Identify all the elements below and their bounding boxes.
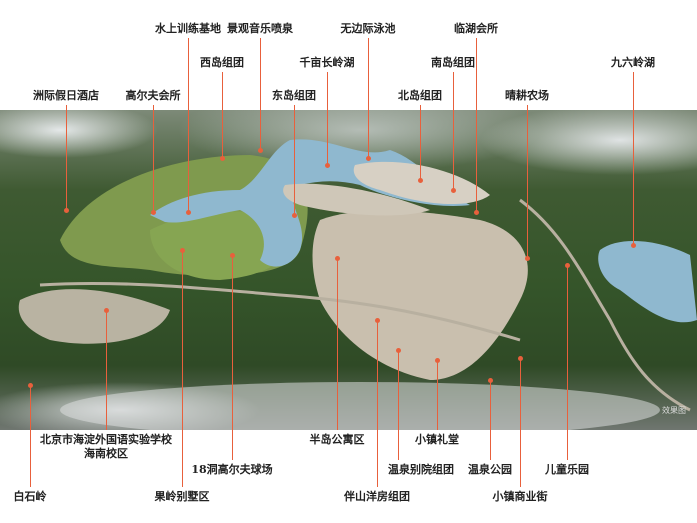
callout-label: 洲际假日酒店 [33,89,99,102]
leader-line [188,38,189,212]
site-plan-graphic [18,139,697,430]
leader-line [337,258,338,430]
location-marker [565,263,570,268]
callout-label: 水上训练基地 [155,22,221,35]
location-marker [451,188,456,193]
location-marker [64,208,69,213]
leader-line [327,72,328,165]
location-marker [396,348,401,353]
watermark: 效果图 [662,406,686,415]
location-marker [375,318,380,323]
callout-label: 小镇礼堂 [415,433,459,446]
callout-label: 景观音乐喷泉 [227,22,293,35]
location-marker [180,248,185,253]
leader-line [294,105,295,215]
callout-label: 北京市海淀外国语实验学校 [40,433,172,446]
callout-label: 东岛组团 [272,89,316,102]
leader-line [260,38,261,150]
leader-line [368,38,369,158]
callout-label: 九六岭湖 [611,56,655,69]
callout-label: 高尔夫会所 [125,89,181,102]
leader-line [520,358,521,487]
callout-label: 半岛公寓区 [309,433,365,446]
leader-line [567,265,568,460]
location-marker [418,178,423,183]
school-campus [18,289,170,344]
road-east [519,198,691,412]
leader-line [66,105,67,210]
callout-label: 白石岭 [13,490,47,503]
callout-label: 小镇商业街 [492,490,548,503]
callout-label: 18洞高尔夫球场 [191,463,273,476]
leader-line [476,38,477,212]
location-marker [631,243,636,248]
town-core [312,210,528,380]
leader-line [106,310,107,430]
callout-label: 晴耕农场 [505,89,549,102]
location-marker [474,210,479,215]
leader-line [527,105,528,258]
east-lake [598,240,697,323]
leader-line [398,350,399,460]
location-marker [435,358,440,363]
callout-label: 温泉别院组团 [388,463,454,476]
callout-label: 西岛组团 [200,56,244,69]
leader-line [633,72,634,245]
callout-label: 海南校区 [84,447,128,460]
location-marker [186,210,191,215]
location-marker [28,383,33,388]
leader-line [222,72,223,158]
leader-line [453,72,454,190]
aerial-rendering [0,110,697,430]
east-island [283,183,430,216]
north-island [353,161,490,205]
callout-label: 北岛组团 [398,89,442,102]
location-marker [230,253,235,258]
road [39,281,521,342]
callout-label: 临湖会所 [454,22,498,35]
leader-line [490,380,491,460]
location-marker [366,156,371,161]
callout-label: 无边际泳池 [340,22,396,35]
location-marker [518,356,523,361]
location-marker [335,256,340,261]
leader-line [420,105,421,180]
callout-label: 温泉公园 [468,463,512,476]
location-marker [258,148,263,153]
golf-course [150,211,293,280]
location-marker [488,378,493,383]
leader-line [232,255,233,460]
callout-label: 南岛组团 [431,56,475,69]
leader-line [182,250,183,487]
location-marker [151,210,156,215]
leader-line [437,360,438,430]
leader-line [153,105,154,212]
location-marker [104,308,109,313]
callout-label: 千亩长岭湖 [299,56,355,69]
location-marker [220,156,225,161]
leader-line [377,320,378,487]
location-marker [325,163,330,168]
leader-line [30,385,31,487]
callout-label: 果岭别墅区 [154,490,210,503]
callout-label: 伴山洋房组团 [344,490,410,503]
callout-label: 儿童乐园 [545,463,589,476]
location-marker [292,213,297,218]
location-marker [525,256,530,261]
